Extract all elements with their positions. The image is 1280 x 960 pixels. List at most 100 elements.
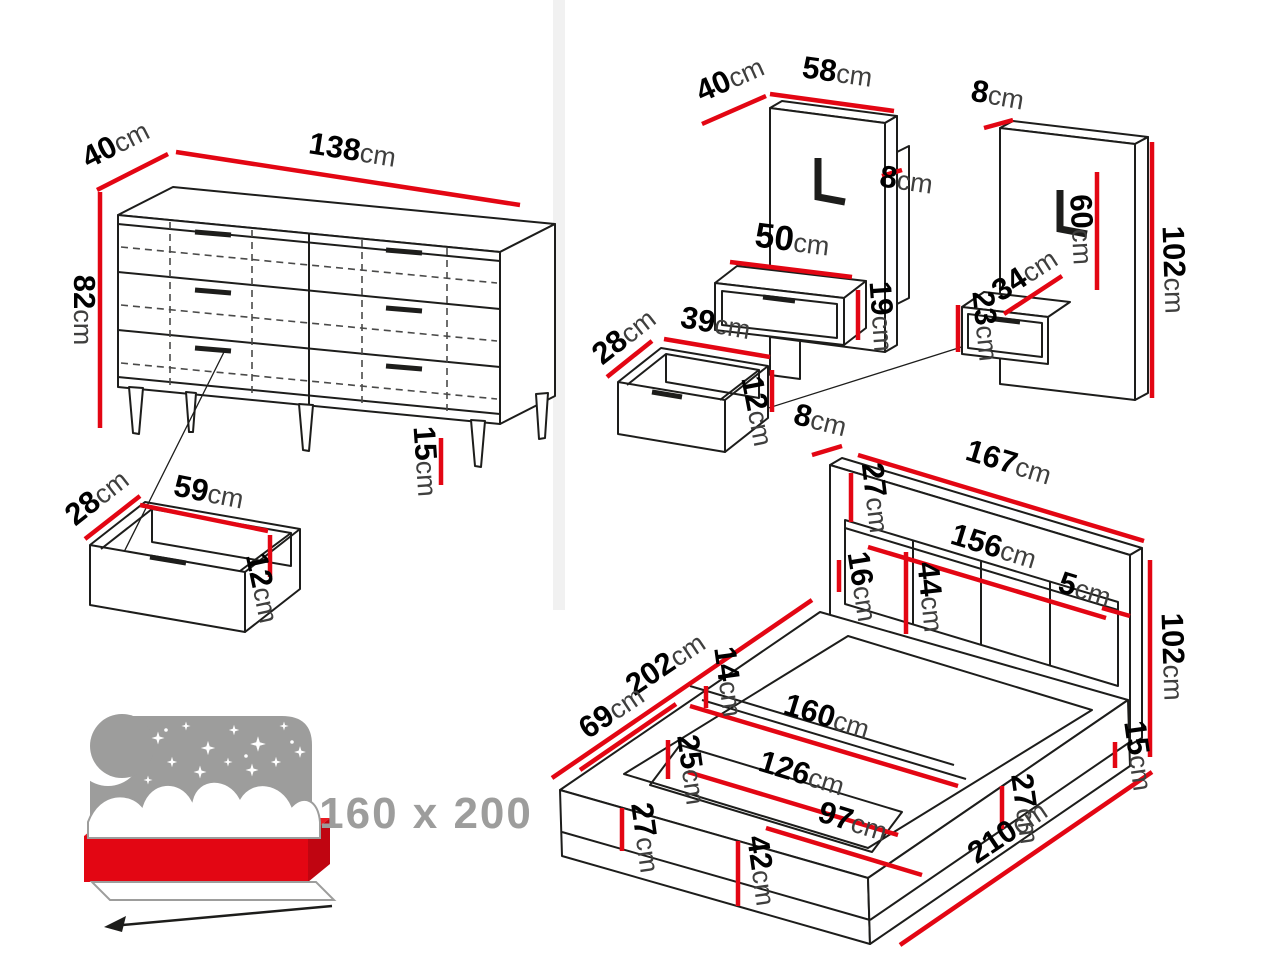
bed-inner-opening bbox=[623, 635, 1093, 849]
dim-label-drawer-height: 12cm bbox=[239, 550, 288, 626]
dashed-guide bbox=[120, 246, 498, 284]
dresser-row-divider bbox=[117, 329, 501, 368]
leader-line bbox=[121, 349, 226, 557]
dim-label-bed-width: 167cm bbox=[962, 432, 1056, 491]
bed-icon: 160 x 200 bbox=[74, 714, 533, 932]
drawer-inner-wall bbox=[151, 509, 292, 567]
drawer-handle bbox=[194, 287, 232, 296]
drawer-handle bbox=[385, 363, 423, 372]
dim-line-panel-left-wing bbox=[881, 167, 903, 179]
dim-label-dresser-leg: 15cm bbox=[407, 425, 447, 498]
dim-label-bed-niche-top: 27cm bbox=[855, 461, 898, 535]
shelf-front-face bbox=[714, 282, 845, 346]
dim-label-bed-height: 102cm bbox=[1154, 612, 1192, 701]
dim-label-bed-base: 15cm bbox=[1117, 718, 1161, 793]
drawer-inner-rim bbox=[626, 353, 760, 401]
dim-label-panel-right-lamp: 60cm bbox=[1063, 193, 1102, 265]
dim-label-bed-foot-height: 42cm bbox=[740, 833, 784, 908]
dim-label-dresser-width: 138cm bbox=[307, 125, 399, 173]
drawer-handle bbox=[194, 345, 232, 354]
dim-label-panel-drawer-depth: 28cm bbox=[585, 300, 662, 371]
dresser-drawing bbox=[117, 186, 556, 468]
drawer-front-face bbox=[89, 544, 246, 633]
dim-label-panel-left-wing: 8cm bbox=[878, 159, 936, 201]
bed-base bbox=[89, 881, 337, 901]
panel-wing bbox=[896, 145, 910, 305]
cross-rail bbox=[689, 685, 955, 766]
dim-line-panel-left-depth bbox=[701, 93, 767, 127]
dim-line-bed-storage-width bbox=[687, 769, 899, 838]
panel-drawer-detail bbox=[617, 337, 991, 453]
dim-line-bed-side-section bbox=[578, 702, 678, 772]
dim-line-panel-drawer-depth bbox=[605, 339, 654, 379]
bed-size-label: 160 x 200 bbox=[319, 789, 533, 838]
dresser-drawer-detail bbox=[89, 349, 301, 633]
dim-line-drawer-width bbox=[139, 502, 269, 534]
bed-side-face bbox=[867, 699, 1131, 945]
panel-bottom-strip bbox=[769, 336, 801, 380]
dim-line-bed-total-length bbox=[898, 770, 1154, 947]
dim-label-shelf-width: 50cm bbox=[753, 216, 832, 264]
storage-compartment bbox=[649, 744, 903, 853]
dimension-lines bbox=[83, 91, 1155, 947]
dim-label-drawer-width: 59cm bbox=[171, 468, 247, 516]
dim-line-panel-right-top bbox=[983, 117, 1014, 131]
footboard-base-line bbox=[561, 831, 871, 921]
star-icon bbox=[290, 740, 294, 744]
dresser-leg bbox=[298, 403, 314, 452]
drawer-handle bbox=[149, 554, 187, 566]
dashed-guide bbox=[120, 362, 498, 400]
dresser-leg bbox=[470, 419, 486, 468]
dresser-row-divider bbox=[117, 271, 501, 310]
cross-rail bbox=[701, 699, 967, 780]
background-shading bbox=[553, 0, 565, 610]
dim-line-bed-headboard bbox=[811, 443, 843, 458]
drawer-handle bbox=[385, 305, 423, 314]
dim-label-bed-rail: 14cm bbox=[707, 644, 751, 719]
direction-arrow bbox=[111, 904, 333, 928]
direction-arrow-head bbox=[104, 916, 126, 932]
dim-label-panel-right-top: 8cm bbox=[969, 73, 1028, 117]
dim-line-bed-storage-length bbox=[765, 825, 923, 878]
drawer-handle bbox=[194, 229, 232, 238]
drawer-handle bbox=[762, 294, 796, 304]
dresser-leg bbox=[128, 386, 144, 435]
drawer-handle bbox=[651, 389, 683, 400]
dim-label-drawer-depth: 28cm bbox=[58, 461, 135, 532]
dim-line-panel-drawer-width bbox=[663, 336, 771, 360]
dim-line-drawer-depth bbox=[83, 494, 142, 541]
dim-label-bed-foot-top: 27cm bbox=[624, 800, 668, 875]
mattress-front bbox=[84, 836, 308, 882]
dim-label-nightstand-height: 23cm bbox=[965, 289, 1007, 363]
dim-label-bed-left-gap: 16cm bbox=[841, 549, 887, 624]
dim-label-panel-drawer-width: 39cm bbox=[678, 299, 753, 346]
star-icon bbox=[244, 754, 248, 758]
drawer-top-edges bbox=[617, 347, 769, 383]
dim-label-shelf-height: 19cm bbox=[863, 280, 903, 353]
wall-panel-right-drawing bbox=[961, 120, 1149, 401]
dashed-guide bbox=[120, 304, 498, 342]
blanket bbox=[87, 780, 321, 839]
drawer-handle bbox=[385, 247, 423, 256]
dim-label-bed-storage-rail: 25cm bbox=[670, 732, 714, 807]
dim-label-bed-headboard: 8cm bbox=[790, 396, 850, 443]
dim-label-panel-left-width: 58cm bbox=[800, 49, 875, 93]
lamp-icon bbox=[814, 158, 846, 206]
dim-line-bed-width bbox=[857, 452, 1145, 544]
dim-label-bed-niche-height: 44cm bbox=[910, 560, 952, 634]
dim-line-bed-inner-width bbox=[689, 703, 959, 789]
drawer-top-edges bbox=[89, 501, 301, 546]
side-base-line bbox=[869, 741, 1131, 921]
panel-side-face bbox=[1134, 136, 1149, 401]
dim-line-nightstand-depth bbox=[1002, 274, 1064, 316]
dresser-leg bbox=[535, 392, 549, 440]
drawer-handle bbox=[994, 316, 1021, 325]
star-icon bbox=[164, 728, 168, 732]
dim-line-dresser-width bbox=[175, 149, 521, 208]
dim-label-dresser-height: 82cm bbox=[67, 275, 102, 345]
dim-line-bed-length bbox=[550, 598, 814, 780]
shelf-drawer-front bbox=[721, 290, 838, 339]
dim-line-bed-right-gap bbox=[1101, 605, 1131, 619]
moon-icon bbox=[90, 714, 154, 778]
